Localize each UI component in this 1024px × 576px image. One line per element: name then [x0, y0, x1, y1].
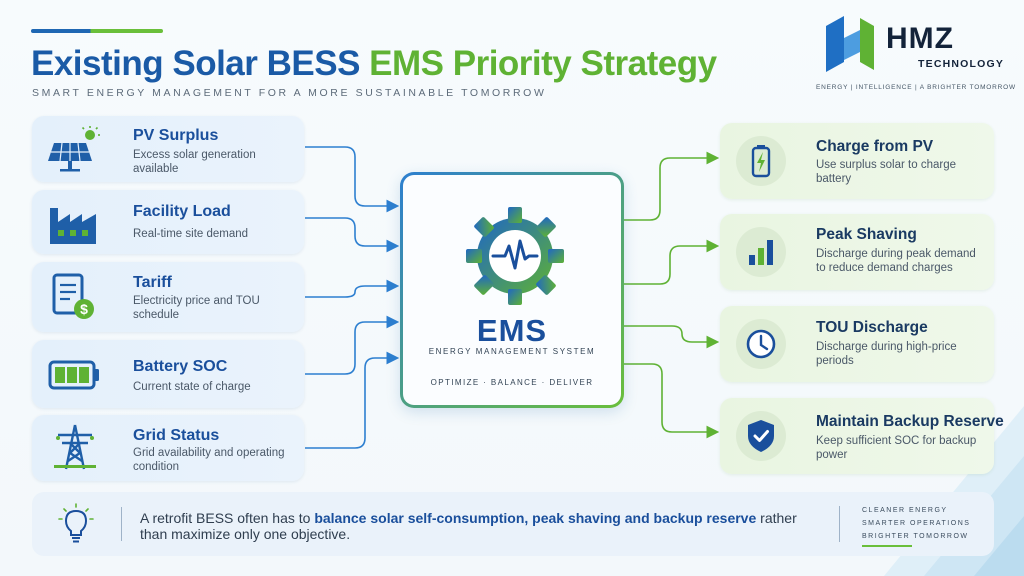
- transmission-tower-icon: [54, 424, 96, 470]
- wire-peak-shaving: [624, 239, 720, 285]
- input-description: Electricity price and TOU schedule: [133, 295, 260, 321]
- wire-battery-soc: [305, 315, 400, 375]
- banner-divider: [121, 507, 122, 541]
- banner-tag: CLEANER ENERGY: [862, 507, 948, 514]
- input-card-facility-load: Facility Load Real-time site demand: [32, 190, 304, 254]
- wire-pv-surplus: [305, 146, 400, 213]
- input-title: Facility Load: [133, 203, 231, 220]
- wire-tariff: [305, 279, 400, 298]
- ems-core-box: EMS ENERGY MANAGEMENT SYSTEM OPTIMIZE · …: [400, 172, 624, 408]
- key-insight-banner: A retrofit BESS often has to balance sol…: [32, 492, 994, 556]
- solar-panel-icon: [48, 126, 100, 172]
- output-title: Maintain Backup Reserve: [816, 413, 1004, 430]
- output-title: TOU Discharge: [816, 319, 928, 336]
- tariff-bill-icon: $: [52, 273, 94, 319]
- factory-icon: [50, 208, 96, 244]
- input-title: Grid Status: [133, 427, 220, 444]
- page-subtitle: SMART ENERGY MANAGEMENT FOR A MORE SUSTA…: [32, 87, 547, 99]
- page-title: Existing Solar BESS EMS Priority Strateg…: [31, 44, 717, 84]
- input-title: PV Surplus: [133, 127, 219, 144]
- icon-circle: [736, 136, 786, 186]
- output-card-backup-reserve: Maintain Backup Reserve Keep sufficient …: [720, 398, 1004, 474]
- wire-tou-discharge: [624, 325, 720, 349]
- output-card-peak-shaving: Peak Shaving Discharge during peak deman…: [720, 214, 994, 290]
- input-description: Excess solar generation available: [133, 149, 256, 175]
- input-title: Tariff: [133, 274, 172, 291]
- shield-check-icon: [748, 420, 774, 452]
- banner-text-lead: A retrofit BESS often has to: [140, 510, 315, 526]
- company-logo: HMZ TECHNOLOGY ENERGY | INTELLIGENCE | A…: [816, 12, 1016, 102]
- svg-text:$: $: [80, 301, 88, 317]
- lightbulb-icon: [58, 503, 94, 543]
- bar-chart-icon: [749, 240, 773, 265]
- ems-title: EMS: [476, 313, 548, 348]
- wire-grid-status: [305, 351, 400, 449]
- input-description: Grid availability and operating conditio…: [133, 447, 285, 473]
- input-card-battery-soc: Battery SOC Current state of charge: [32, 340, 304, 408]
- logo-tagline: ENERGY | INTELLIGENCE | A BRIGHTER TOMOR…: [816, 84, 1016, 91]
- input-description: Current state of charge: [133, 381, 251, 393]
- gear-pulse-icon: [466, 207, 564, 305]
- input-card-pv-surplus: PV Surplus Excess solar generation avail…: [32, 116, 304, 182]
- banner-tag: BRIGHTER TOMORROW: [862, 533, 969, 540]
- wire-facility-load: [305, 217, 400, 253]
- title-part-1: Existing Solar BESS: [31, 44, 370, 83]
- wire-charge-from-pv: [624, 151, 720, 221]
- ems-subtitle: ENERGY MANAGEMENT SYSTEM: [428, 347, 596, 356]
- icon-circle: [736, 319, 786, 369]
- banner-tags: CLEANER ENERGY SMARTER OPERATIONS BRIGHT…: [862, 504, 970, 543]
- input-title: Battery SOC: [133, 358, 228, 375]
- output-card-charge-from-pv: Charge from PV Use surplus solar to char…: [720, 123, 994, 199]
- icon-circle: [736, 227, 786, 277]
- banner-tag: SMARTER OPERATIONS: [862, 520, 971, 527]
- output-description: Discharge during high-price periods: [816, 341, 957, 367]
- output-card-tou-discharge: TOU Discharge Discharge during high-pric…: [720, 306, 994, 382]
- output-title: Peak Shaving: [816, 226, 917, 243]
- banner-text: A retrofit BESS often has to balance sol…: [140, 510, 820, 542]
- input-card-tariff: $ Tariff Electricity price and TOU sched…: [32, 262, 304, 332]
- icon-circle: [736, 411, 786, 461]
- banner-text-tail: rather than maximize only one objective.: [140, 510, 797, 542]
- ems-tagline: OPTIMIZE · BALANCE · DELIVER: [430, 378, 594, 387]
- banner-tag-underline: [862, 545, 912, 547]
- output-title: Charge from PV: [816, 138, 934, 155]
- logo-name: HMZ: [886, 22, 954, 55]
- battery-charge-icon: [751, 145, 771, 178]
- output-description: Use surplus solar to charge battery: [816, 159, 956, 185]
- wire-backup-reserve: [624, 363, 720, 439]
- title-accent-bar: [31, 29, 163, 33]
- banner-text-highlight: balance solar self-consumption, peak sha…: [314, 510, 757, 526]
- clock-icon: [746, 329, 776, 359]
- output-description: Discharge during peak demand to reduce d…: [816, 248, 976, 274]
- banner-divider-right: [839, 506, 840, 542]
- input-description: Real-time site demand: [133, 228, 249, 240]
- title-part-2: EMS Priority Strategy: [369, 44, 717, 83]
- input-card-grid-status: Grid Status Grid availability and operat…: [32, 415, 304, 481]
- logo-subtitle: TECHNOLOGY: [918, 58, 1005, 70]
- battery-icon: [48, 360, 99, 390]
- hmz-logo-mark-icon: [826, 16, 874, 72]
- output-description: Keep sufficient SOC for backup power: [816, 435, 977, 461]
